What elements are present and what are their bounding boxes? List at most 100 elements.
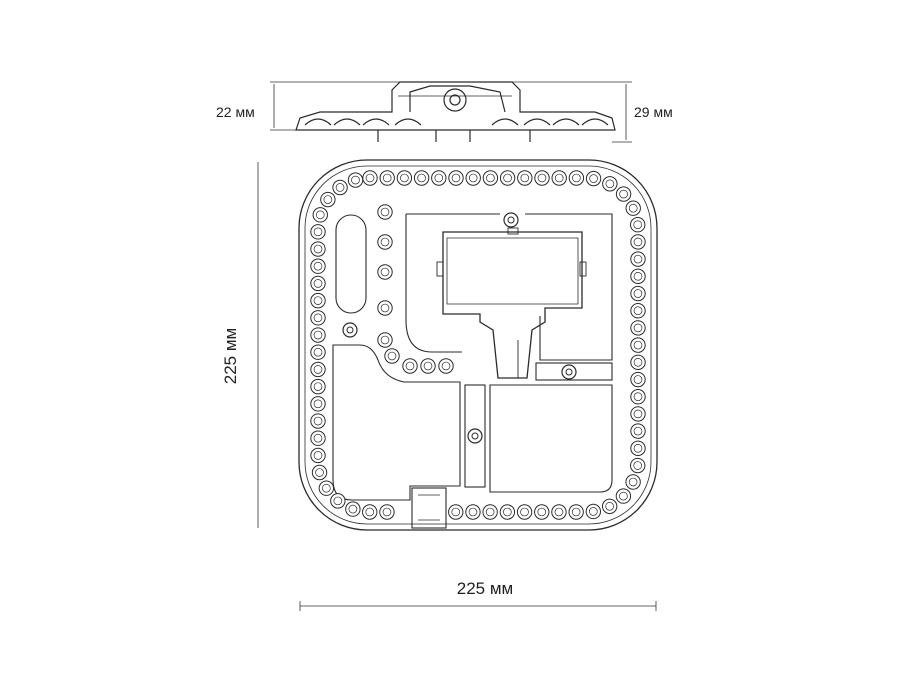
- led-bead: [499, 504, 516, 520]
- side-view-driver: [409, 85, 506, 113]
- led-bead: [311, 464, 328, 481]
- led-bead: [310, 361, 326, 378]
- led-bead: [384, 348, 400, 364]
- side-view: [295, 81, 616, 142]
- led-bead: [332, 179, 348, 196]
- plan-connector-block: [411, 487, 447, 529]
- plan-driver-box: [442, 231, 583, 379]
- led-bead: [630, 440, 646, 457]
- led-bead: [517, 170, 533, 186]
- led-bead: [516, 504, 533, 520]
- led-bead: [310, 430, 326, 446]
- led-bead: [534, 170, 550, 186]
- led-bead: [377, 332, 393, 348]
- dimension-label-22mm: 22 мм: [216, 104, 255, 120]
- led-bead: [362, 170, 378, 186]
- side-dimension-lines: [270, 81, 632, 143]
- led-bead: [320, 191, 336, 208]
- led-bead: [630, 354, 646, 371]
- led-bead: [438, 358, 454, 374]
- led-bead: [625, 200, 641, 216]
- screw-hole: [503, 212, 519, 228]
- plan-outer-board: [298, 159, 658, 531]
- led-bead: [310, 224, 326, 240]
- led-bead: [310, 413, 326, 429]
- led-bead: [312, 207, 328, 223]
- screw-hole: [467, 428, 483, 444]
- plan-upper-channel: [406, 213, 613, 361]
- led-bead: [330, 493, 346, 509]
- led-bead: [602, 176, 618, 192]
- led-bead: [379, 170, 395, 186]
- led-bead: [551, 504, 567, 520]
- led-bead: [318, 480, 335, 496]
- led-bead: [465, 170, 481, 186]
- dimension-label-29mm: 29 мм: [634, 104, 673, 120]
- led-bead: [362, 504, 378, 520]
- led-bead: [629, 457, 646, 474]
- led-bead: [630, 406, 646, 422]
- side-view-lens-row: [304, 118, 609, 126]
- led-bead: [551, 170, 567, 186]
- plan-dimension-lines: [257, 162, 657, 611]
- led-bead: [347, 172, 364, 188]
- led-bead: [534, 504, 550, 520]
- led-bead: [585, 170, 602, 187]
- led-bead: [630, 268, 646, 285]
- led-bead: [615, 488, 632, 504]
- led-bead: [448, 170, 464, 186]
- led-bead: [310, 275, 326, 292]
- led-bead: [310, 396, 326, 412]
- led-bead: [630, 251, 646, 267]
- led-bead: [345, 501, 361, 517]
- led-bead: [396, 170, 413, 186]
- led-bead: [465, 504, 481, 520]
- led-bead: [630, 371, 646, 388]
- led-bead: [402, 358, 418, 374]
- plan-right-bar: [535, 362, 613, 381]
- led-bead: [630, 234, 646, 250]
- led-bead: [310, 292, 326, 309]
- led-bead: [310, 241, 326, 257]
- dimension-label-height: 225 мм: [221, 328, 240, 384]
- led-bead: [585, 503, 602, 520]
- led-bead: [630, 217, 646, 233]
- led-bead: [448, 504, 464, 520]
- plan-view: [298, 159, 658, 531]
- led-bead: [377, 204, 393, 220]
- plan-center-post: [464, 384, 486, 488]
- led-bead: [630, 303, 646, 319]
- led-bead: [630, 389, 646, 405]
- led-bead: [310, 447, 326, 464]
- led-bead: [630, 285, 646, 302]
- led-bead: [482, 504, 498, 520]
- led-layer: [310, 170, 646, 520]
- plan-left-slot: [335, 214, 367, 314]
- led-bead: [568, 170, 585, 186]
- led-bead: [310, 344, 326, 360]
- led-bead: [377, 300, 393, 316]
- led-bead: [413, 170, 430, 186]
- screw-holes: [342, 212, 577, 444]
- led-bead: [377, 234, 393, 250]
- led-bead: [625, 474, 641, 490]
- led-bead: [420, 358, 436, 374]
- led-bead: [499, 170, 516, 186]
- dimension-label-width: 225 мм: [457, 579, 513, 598]
- screw-hole: [561, 364, 577, 380]
- led-bead: [379, 504, 395, 520]
- plan-inner-board: [304, 165, 652, 525]
- screw-hole: [342, 322, 358, 338]
- led-bead: [377, 264, 393, 280]
- led-bead: [310, 378, 326, 395]
- led-bead: [630, 423, 646, 439]
- led-bead: [568, 504, 584, 520]
- led-bead: [310, 310, 326, 326]
- led-bead: [615, 186, 632, 202]
- led-bead: [630, 337, 646, 353]
- led-bead: [482, 170, 499, 186]
- led-bead: [310, 327, 326, 343]
- side-view-sensor: [443, 88, 467, 112]
- led-bead: [310, 258, 326, 274]
